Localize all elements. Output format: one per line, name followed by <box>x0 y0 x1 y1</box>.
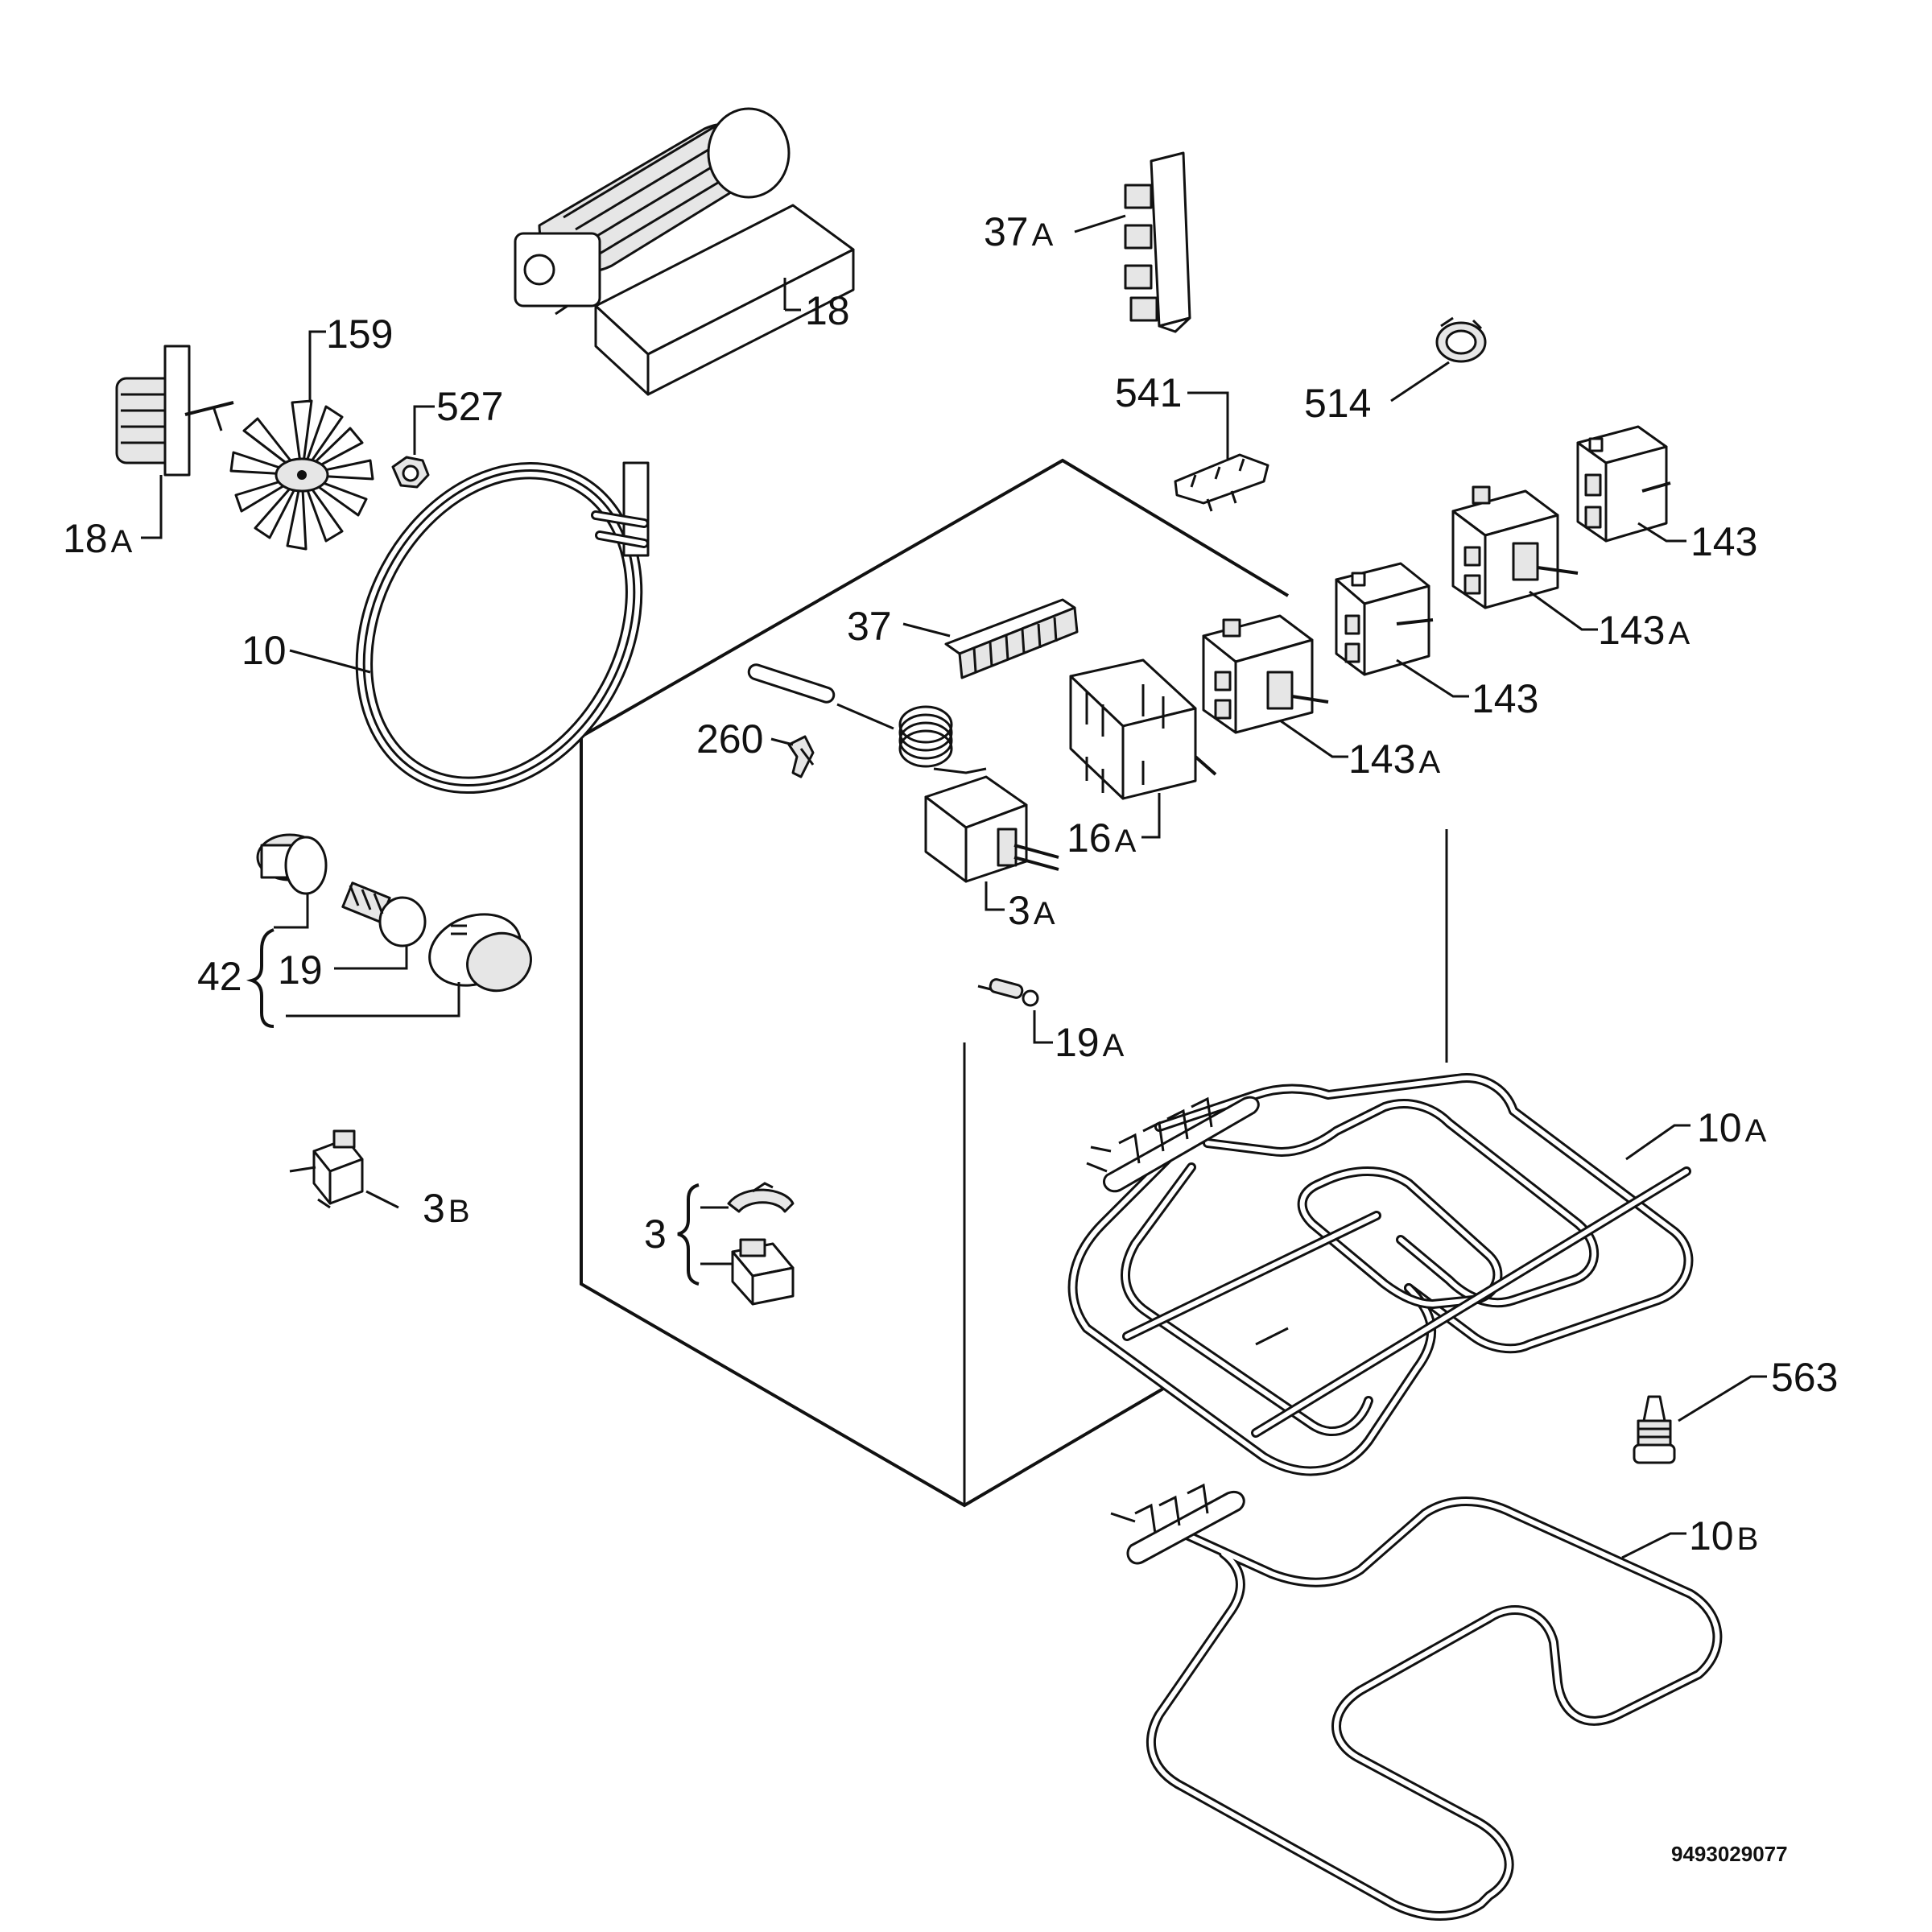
foot-pin-part[interactable] <box>1633 1395 1676 1464</box>
label-19: 19 <box>278 947 323 993</box>
leader-10 <box>289 649 371 674</box>
leader-37a <box>1074 214 1126 233</box>
terminal-block-37a-part[interactable] <box>1124 151 1191 333</box>
bottom-element-part[interactable] <box>1110 1483 1723 1921</box>
lamp-cover-part[interactable] <box>419 902 539 1000</box>
terminal-block-37-part[interactable] <box>944 598 1079 679</box>
leader-143a-lower <box>1279 719 1348 758</box>
label-42: 42 <box>197 954 242 999</box>
leader-260 <box>770 737 794 746</box>
document-number: 9493029077 <box>1671 1842 1788 1866</box>
oven-cavity-outline <box>580 458 1448 1508</box>
leader-3b <box>365 1190 399 1209</box>
label-541: 541 <box>1115 370 1182 415</box>
fan-blade-part[interactable] <box>229 399 374 551</box>
nut-part[interactable] <box>391 456 430 489</box>
leader-42-holder <box>274 894 309 929</box>
leader-563 <box>1678 1375 1767 1422</box>
grill-element-part[interactable] <box>1067 1073 1694 1476</box>
bracket-42 <box>246 928 275 1028</box>
label-514: 514 <box>1304 381 1371 426</box>
lamp-bulb-part[interactable] <box>341 881 427 947</box>
selector-switch-part[interactable] <box>1069 658 1217 800</box>
tangential-fan-part[interactable] <box>514 107 855 396</box>
cable-clamp-part[interactable] <box>1174 453 1269 512</box>
switch-143-top-part[interactable] <box>1576 425 1671 543</box>
switch-143a-upper-part[interactable] <box>1451 485 1579 609</box>
leader-42-cover <box>286 982 460 1018</box>
lamp-holder-part[interactable] <box>256 833 328 895</box>
leader-541 <box>1187 391 1229 459</box>
leader-37 <box>902 622 951 638</box>
label-3: 3 <box>644 1212 667 1257</box>
label-18: 18 <box>805 288 850 333</box>
leader-159 <box>308 330 326 402</box>
fan-motor-part[interactable] <box>115 345 234 477</box>
label-143-top: 143 <box>1690 519 1757 564</box>
bushing-part[interactable] <box>1435 316 1487 363</box>
leader-10a <box>1625 1124 1690 1161</box>
switch-143-middle-part[interactable] <box>1335 562 1434 676</box>
leader-19a <box>1033 1010 1053 1044</box>
leader-18a <box>141 475 163 539</box>
switch-143a-lower-part[interactable] <box>1202 614 1329 734</box>
leader-16a <box>1141 793 1161 839</box>
thermal-cutout-part[interactable] <box>289 1129 364 1209</box>
circular-heating-element-part[interactable] <box>306 418 692 837</box>
leader-143-middle <box>1396 658 1469 698</box>
thermostat-part[interactable] <box>747 663 1059 883</box>
thermal-fuse-part[interactable] <box>727 1182 795 1306</box>
leader-19 <box>334 946 408 970</box>
leader-143a-upper <box>1529 590 1598 631</box>
label-260: 260 <box>696 716 763 762</box>
label-143-middle: 143 <box>1472 676 1538 721</box>
label-37: 37 <box>847 604 892 649</box>
label-563: 563 <box>1771 1355 1838 1400</box>
leader-143-top <box>1637 522 1686 543</box>
label-10: 10 <box>242 628 287 673</box>
label-159: 159 <box>326 312 393 357</box>
leader-514 <box>1390 361 1450 402</box>
leader-527 <box>413 405 435 455</box>
label-527: 527 <box>436 384 503 429</box>
leader-3a <box>985 881 1005 911</box>
leader-10b <box>1621 1532 1686 1559</box>
sensor-part[interactable] <box>977 978 1039 1007</box>
bracket-3 <box>677 1183 700 1286</box>
clip-part[interactable] <box>787 735 815 778</box>
